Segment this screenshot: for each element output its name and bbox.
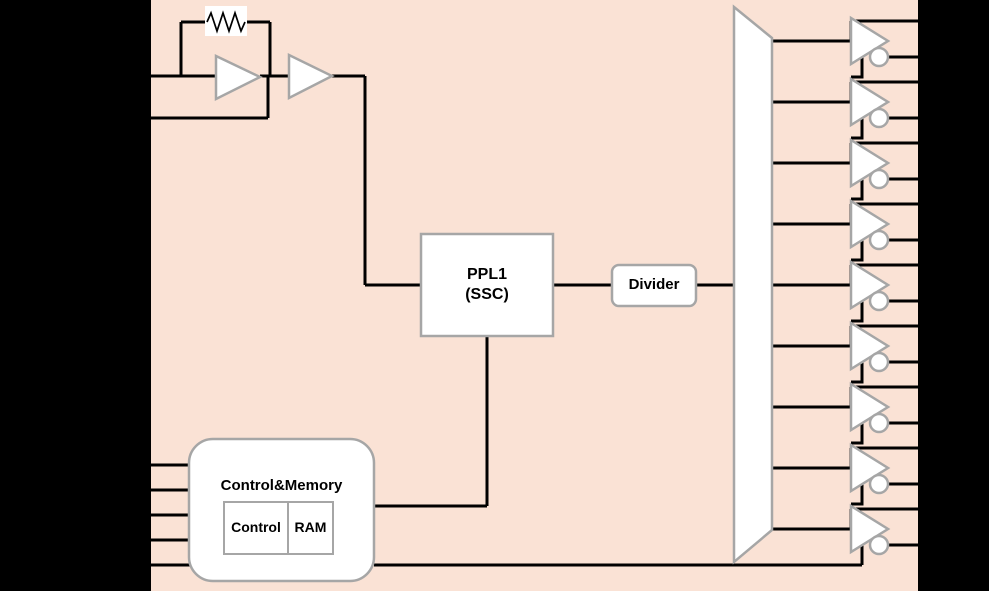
out-comp-3b [851, 179, 864, 201]
out-comp-1b [851, 57, 864, 79]
output-buffers [849, 15, 891, 556]
out-comp-7b [851, 423, 864, 445]
output-bubble-6 [868, 351, 890, 373]
pll-block[interactable] [419, 232, 555, 338]
buffer-comp-outputs [851, 55, 918, 565]
output-bubble-5 [868, 290, 890, 312]
output-bubble-7 [868, 412, 890, 434]
output-buffer-2[interactable] [849, 76, 891, 128]
out-comp-4b [851, 240, 864, 262]
output-buffer-1[interactable] [849, 15, 891, 67]
output-bubble-2 [868, 107, 890, 129]
fanout-trapezoid[interactable] [732, 4, 774, 565]
output-bubble-9 [868, 534, 890, 556]
output-bubble-1 [868, 46, 890, 68]
out-comp-6b [851, 362, 864, 384]
output-bubble-4 [868, 229, 890, 251]
out-comp-2b [851, 118, 864, 140]
output-buffer-8[interactable] [849, 442, 891, 494]
resistor-zigzag [206, 10, 246, 34]
output-buffer-4[interactable] [849, 198, 891, 250]
out-comp-5b [851, 301, 864, 323]
output-bubble-3 [868, 168, 890, 190]
left-amplifiers [214, 52, 335, 102]
control-ram-container [223, 501, 334, 555]
output-buffer-3[interactable] [849, 137, 891, 189]
output-buffer-7[interactable] [849, 381, 891, 433]
output-buffer-9[interactable] [849, 503, 891, 555]
output-buffer-6[interactable] [849, 320, 891, 372]
out-comp-8b [851, 484, 864, 506]
crystal-oscillator-amplifier [214, 54, 263, 102]
output-buffer-5[interactable] [849, 259, 891, 311]
divider-block[interactable] [610, 263, 698, 308]
output-bubble-8 [868, 473, 890, 495]
feedback-resistor [205, 6, 247, 36]
buffer-amplifier [287, 52, 335, 101]
wire-group [151, 19, 918, 567]
